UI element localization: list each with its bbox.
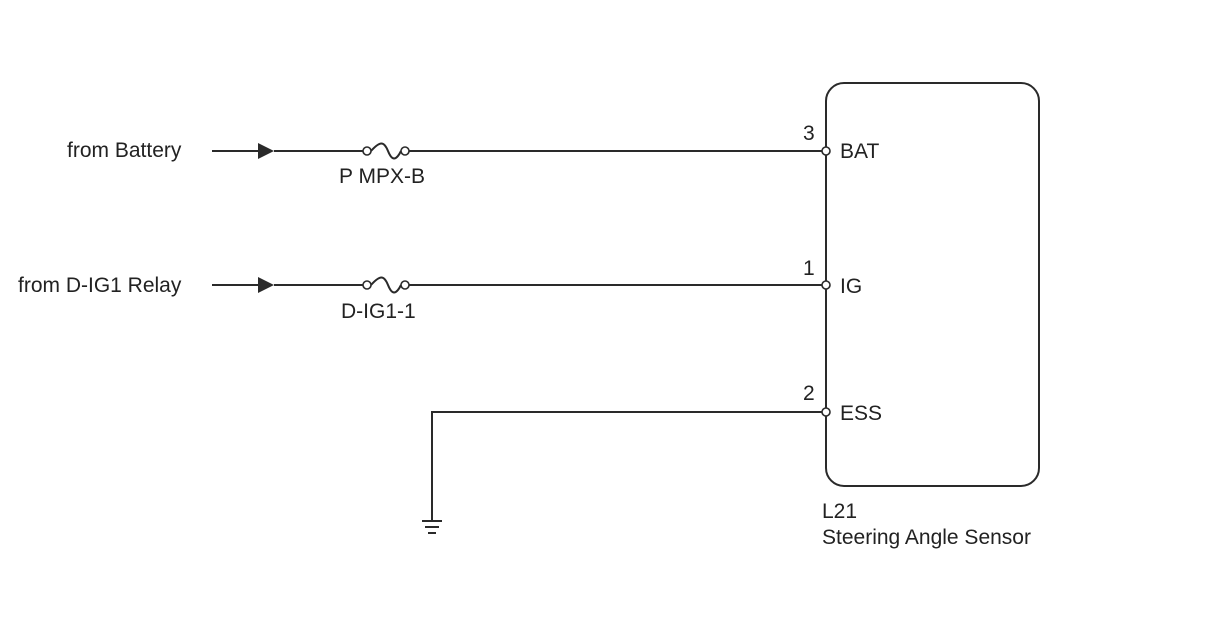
pin-number-ess: 2 [803,382,815,405]
pin-name-ess: ESS [840,402,883,425]
dig1-circuit [212,276,831,294]
battery-source-label: from Battery [67,139,182,162]
pin-number-bat: 3 [803,122,815,145]
battery-arrow-icon [258,143,274,159]
pin-name-ig: IG [840,275,863,298]
pin-terminal-ig [821,280,831,290]
fuse-icon [362,142,410,160]
dig1-arrow-icon [258,277,274,293]
dig1-fuse-label: D-IG1-1 [341,300,416,323]
ground-icon [422,520,442,534]
battery-circuit [212,142,831,160]
pin-terminal-ess [821,407,831,417]
connector-id: L21 [822,500,858,523]
connector-name: Steering Angle Sensor [822,526,1031,549]
pin-name-bat: BAT [840,140,880,163]
pin-terminal-bat [821,146,831,156]
fuse-icon [362,276,410,294]
pin-number-ig: 1 [803,257,815,280]
ess-ground-circuit [422,407,831,534]
dig1-source-label: from D-IG1 Relay [18,274,182,297]
battery-fuse-label: P MPX-B [339,165,425,188]
